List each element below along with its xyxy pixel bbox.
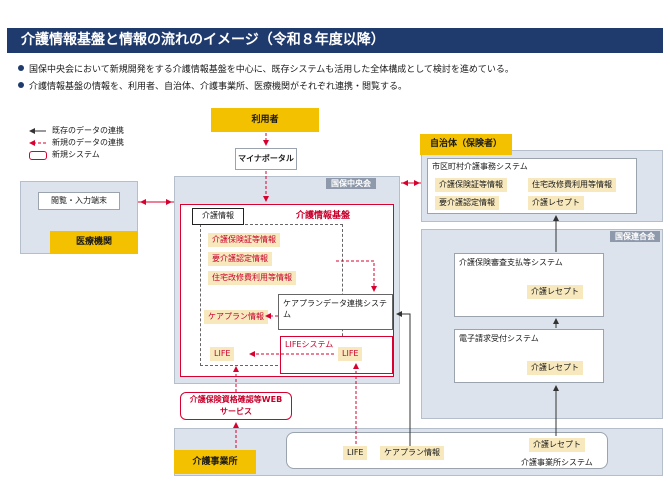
jichitai-item-hokensho: 介護保険証等情報 bbox=[435, 178, 507, 192]
kiban-life: LIFE bbox=[210, 347, 235, 361]
jichitai-label: 自治体（保険者） bbox=[420, 134, 512, 155]
legend-new-data: 新規のデータの連携 bbox=[52, 138, 124, 147]
life-system-label: LIFEシステム bbox=[285, 340, 334, 349]
kiban-careplan: ケアプラン情報 bbox=[204, 310, 268, 324]
jichitai-item-jutaku: 住宅改修費利用等情報 bbox=[528, 178, 616, 192]
bullet-text: 介護情報基盤の情報を、利用者、自治体、介護事業所、医療機関がそれぞれ連携・閲覧す… bbox=[29, 82, 408, 92]
bullet-2: 介護情報基盤の情報を、利用者、自治体、介護事業所、医療機関がそれぞれ連携・閲覧す… bbox=[18, 81, 407, 93]
legend-new-system: 新規システム bbox=[52, 150, 100, 159]
bullet-text: 国保中央会において新規開発をする介護情報基盤を中心に、既存システムも活用した全体… bbox=[29, 65, 514, 75]
jigyosho-receipt: 介護レセプト bbox=[529, 438, 585, 452]
legend-new-system-swatch bbox=[29, 151, 47, 160]
careplan-system-label: ケアプランデータ連携システム bbox=[283, 299, 387, 319]
kiban-item-hokensho: 介護保険証等情報 bbox=[208, 233, 280, 247]
kokuho-chuokai-tag: 国保中央会 bbox=[326, 178, 376, 189]
kaigo-kiban-label: 介護情報基盤 bbox=[296, 211, 351, 221]
kiban-item-ninnei: 要介護認定情報 bbox=[208, 252, 272, 266]
bullet-dot-icon bbox=[18, 65, 24, 71]
arrow-jigyosho-careplan-system bbox=[396, 311, 411, 446]
web-service-box: 介護保険資格確認等WEBサービス bbox=[180, 392, 292, 420]
kaigo-joho-label: 介護情報 bbox=[192, 208, 244, 225]
life-system-life: LIFE bbox=[338, 347, 363, 361]
bullet-1: 国保中央会において新規開発をする介護情報基盤を中心に、既存システムも活用した全体… bbox=[18, 64, 514, 76]
jigyosho-system-label: 介護事業所システム bbox=[521, 458, 593, 467]
jigyosho-careplan: ケアプラン情報 bbox=[380, 446, 444, 460]
user-box: 利用者 bbox=[211, 108, 319, 132]
denshi-system-label: 電子請求受付システム bbox=[459, 334, 539, 343]
jigyosho-label: 介護事業所 bbox=[174, 450, 256, 474]
denshi-receipt: 介護レセプト bbox=[527, 361, 583, 375]
kokuho-rengokai-tag: 国保連合会 bbox=[610, 231, 660, 242]
legend-existing: 既存のデータの連携 bbox=[52, 126, 124, 135]
medical-terminal: 閲覧・入力端末 bbox=[38, 192, 120, 210]
life-system-box bbox=[280, 336, 393, 374]
shinsa-receipt: 介護レセプト bbox=[527, 285, 583, 299]
jichitai-item-ninnei: 要介護認定情報 bbox=[435, 196, 499, 210]
medical-label: 医療機関 bbox=[50, 231, 138, 254]
mynaportal-box: マイナポータル bbox=[235, 148, 297, 170]
bullet-dot-icon bbox=[18, 82, 24, 88]
jichitai-system-label: 市区町村介護事務システム bbox=[432, 162, 528, 171]
shinsa-system-label: 介護保険審査支払等システム bbox=[459, 258, 563, 267]
page-title: 介護情報基盤と情報の流れのイメージ（令和８年度以降） bbox=[7, 28, 663, 53]
careplan-system-box: ケアプランデータ連携システム bbox=[278, 294, 393, 330]
jichitai-item-receipt: 介護レセプト bbox=[528, 196, 584, 210]
arrow-kiban-careplan-system bbox=[336, 260, 377, 292]
kiban-item-jutaku: 住宅改修費利用等情報 bbox=[208, 271, 296, 285]
jigyosho-life: LIFE bbox=[343, 446, 368, 460]
